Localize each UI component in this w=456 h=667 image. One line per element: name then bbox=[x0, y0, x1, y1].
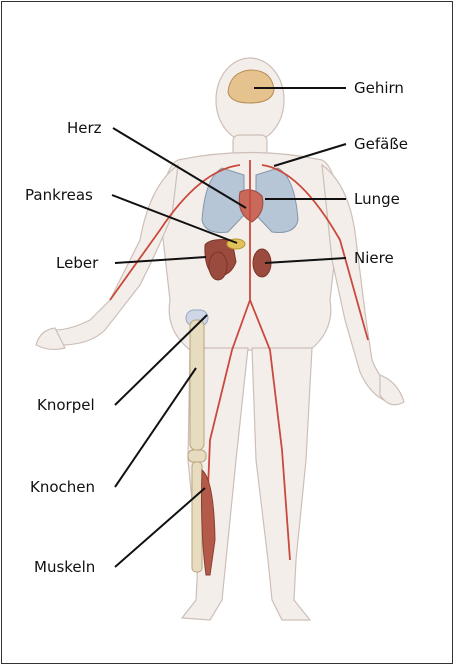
label-leber: Leber bbox=[56, 254, 99, 272]
label-knorpel: Knorpel bbox=[37, 396, 95, 414]
label-gefaesse: Gefäße bbox=[354, 135, 408, 153]
label-niere: Niere bbox=[354, 249, 394, 267]
label-muskeln: Muskeln bbox=[34, 558, 95, 576]
label-herz: Herz bbox=[67, 119, 102, 137]
body-silhouette bbox=[36, 58, 404, 620]
label-knochen: Knochen bbox=[30, 478, 95, 496]
label-gehirn: Gehirn bbox=[354, 79, 404, 97]
label-pankreas: Pankreas bbox=[25, 186, 93, 204]
label-lunge: Lunge bbox=[354, 190, 400, 208]
